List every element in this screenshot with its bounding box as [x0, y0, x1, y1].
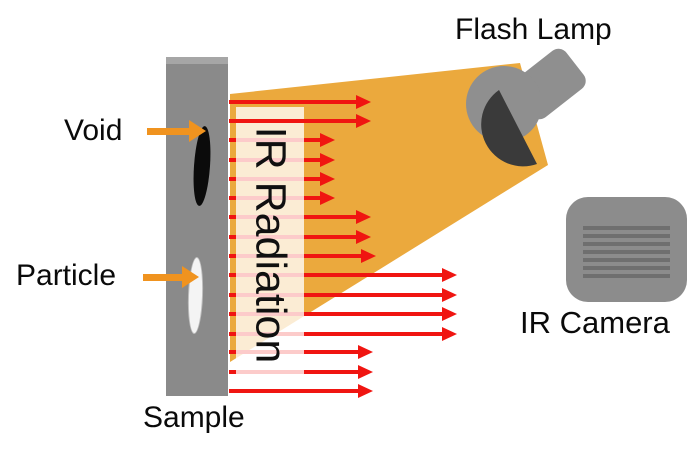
radiation-strip	[236, 107, 304, 384]
particle-label: Particle	[16, 259, 117, 292]
void-label: Void	[64, 114, 123, 147]
lamp-body	[512, 48, 586, 120]
ir-arrow	[229, 384, 373, 398]
flash-lamp-label: Flash Lamp	[455, 13, 612, 46]
ir-radiation-label: IR Radiation	[246, 126, 295, 364]
lamp-front-dark-sector	[481, 90, 537, 167]
sample-bar	[166, 57, 228, 396]
ir-camera-label: IR Camera	[520, 305, 670, 340]
ir-camera-device	[566, 197, 687, 302]
sample-bar-top-edge	[166, 57, 228, 64]
lamp-head	[466, 66, 542, 142]
camera-vents-icon	[583, 226, 670, 282]
sample-label: Sample	[143, 401, 245, 434]
lamp-glow-diamond	[459, 38, 583, 162]
